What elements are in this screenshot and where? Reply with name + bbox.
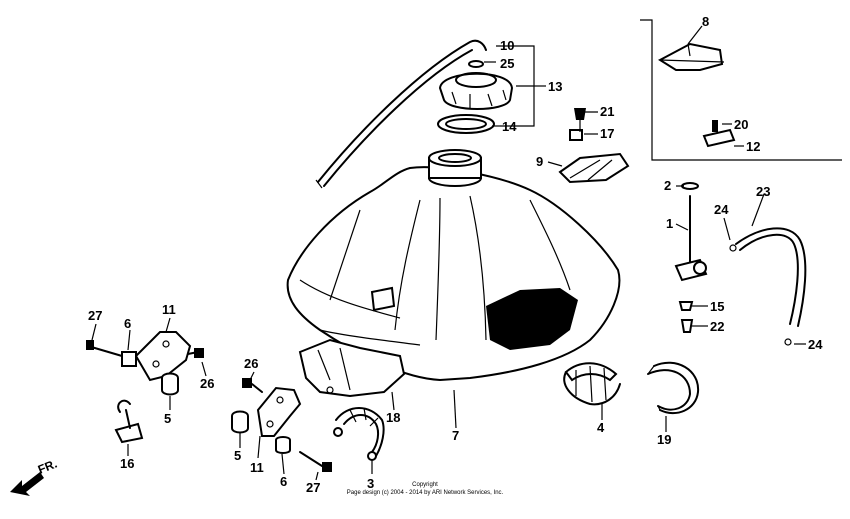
callout-8: 8: [702, 14, 709, 29]
callout-12: 12: [746, 139, 760, 154]
callout-16: 16: [120, 456, 134, 471]
callout-19: 19: [657, 432, 671, 447]
callout-18: 18: [386, 410, 400, 425]
callout-24-top: 24: [714, 202, 729, 217]
fuel-hose-23: [729, 227, 807, 346]
callout-3: 3: [367, 476, 374, 491]
bracket-11-left: [86, 331, 204, 396]
callout-11-left: 11: [162, 302, 176, 317]
callout-9: 9: [536, 154, 543, 169]
bracket-18: [298, 338, 406, 398]
callout-6-left: 6: [124, 316, 131, 331]
fuel-hose-top: [315, 39, 487, 189]
copyright-notice: Copyright Page design (c) 2004 - 2014 by…: [347, 482, 504, 496]
callout-24-bottom: 24: [808, 337, 823, 352]
callout-20: 20: [734, 117, 748, 132]
callout-13: 13: [548, 79, 562, 94]
callout-17: 17: [600, 126, 614, 141]
callout-2: 2: [664, 178, 671, 193]
callout-7: 7: [452, 428, 459, 443]
bracket-16: [114, 399, 144, 444]
fuel-tank: [286, 149, 621, 382]
callout-23: 23: [756, 184, 770, 199]
callout-5-lower: 5: [234, 448, 241, 463]
callout-27-lower: 27: [306, 480, 320, 495]
band-19: [647, 361, 700, 415]
callout-22: 22: [710, 319, 724, 334]
callout-27-left: 27: [88, 308, 102, 323]
leader-lines: [91, 25, 806, 481]
front-direction-arrow: FR.: [10, 457, 59, 496]
inset-box: [640, 19, 842, 161]
callout-4: 4: [597, 420, 605, 435]
copyright-line-1: Copyright: [412, 482, 438, 488]
band-3: [333, 407, 385, 461]
callout-labels: 10 25 13 14 8 20 12 21 17 9 2 1 24 23 15…: [88, 14, 823, 495]
bracket-9: [558, 108, 630, 184]
front-direction-label: FR.: [36, 457, 59, 477]
callout-10: 10: [500, 38, 514, 53]
fuel-cap: [437, 60, 514, 134]
callout-11-lower: 11: [250, 460, 264, 475]
callout-5-left: 5: [164, 411, 171, 426]
callout-6-lower: 6: [280, 474, 287, 489]
callout-15: 15: [710, 299, 724, 314]
callout-21: 21: [600, 104, 614, 119]
fuel-valve: [674, 182, 708, 333]
callout-1: 1: [666, 216, 673, 231]
callout-14: 14: [502, 119, 517, 134]
copyright-line-2: Page design (c) 2004 - 2014 by ARI Netwo…: [347, 490, 504, 496]
callout-26-left: 26: [200, 376, 214, 391]
callout-25: 25: [500, 56, 514, 71]
bracket-11-lower: [231, 378, 332, 472]
callout-26-lower: 26: [244, 356, 258, 371]
band-4: [563, 362, 621, 406]
